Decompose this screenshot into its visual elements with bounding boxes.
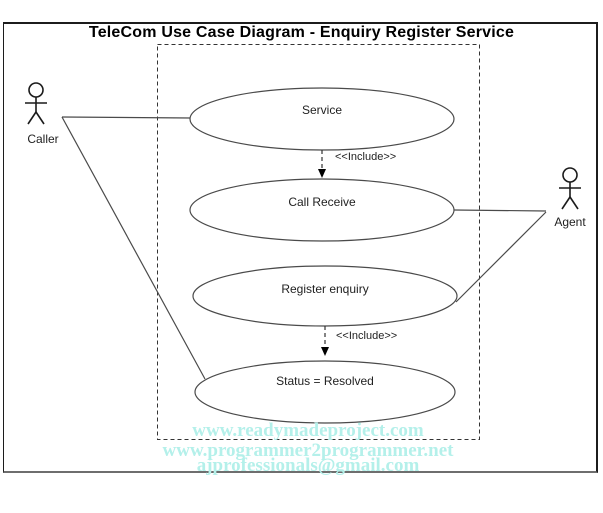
watermark-line-1: www.readymadeproject.com — [192, 420, 424, 441]
system-boundary — [157, 44, 480, 440]
include-label-1: <<Include>> — [335, 151, 397, 163]
association-caller-status-resolved — [61, 116, 206, 380]
watermark-line-3: ajprofessionals@gmail.com — [196, 455, 420, 476]
include-label-2: <<Include>> — [336, 330, 398, 342]
caller-actor-icon — [25, 82, 47, 125]
include-arrowhead-1 — [318, 169, 326, 178]
agent-actor-icon — [559, 167, 581, 210]
usecase-status-resolved-label: Status = Resolved — [276, 374, 374, 388]
association-agent-call-receive — [453, 209, 547, 212]
actor-caller-label: Caller — [27, 132, 59, 146]
actor-agent-label: Agent — [554, 215, 586, 229]
association-caller-service — [61, 116, 192, 119]
include-arrows — [318, 150, 329, 356]
page-title: TeleCom Use Case Diagram - Enquiry Regis… — [88, 24, 515, 41]
usecase-register-enquiry-ellipse — [192, 265, 458, 327]
association-lines — [61, 116, 547, 380]
watermark-line-2: www.programmer2programmer.net — [162, 440, 454, 461]
diagram-border — [3, 22, 598, 473]
usecase-service-label: Service — [301, 103, 342, 117]
association-agent-register-enquiry — [455, 211, 547, 303]
use-case-ellipses — [189, 87, 458, 424]
usecase-status-resolved-ellipse — [194, 360, 456, 424]
usecase-call-receive-label: Call Receive — [288, 195, 356, 209]
usecase-service-ellipse — [189, 87, 455, 151]
usecase-register-enquiry-label: Register enquiry — [281, 282, 369, 296]
usecase-call-receive-ellipse — [189, 178, 455, 242]
include-arrowhead-2 — [321, 347, 329, 356]
